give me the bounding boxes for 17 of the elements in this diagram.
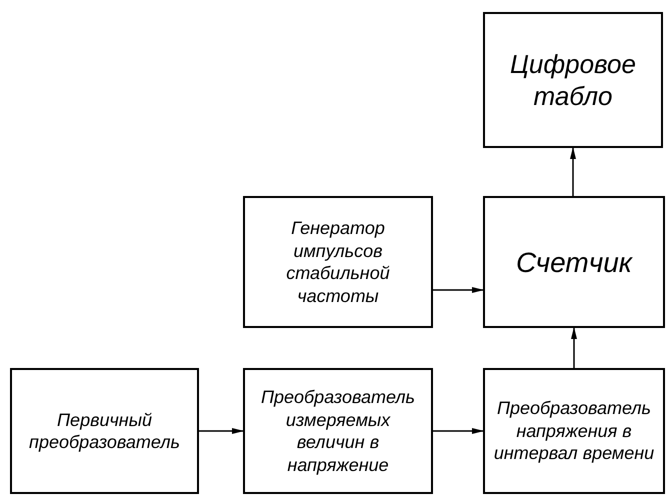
process-box (10, 368, 199, 494)
arrow (570, 147, 576, 196)
box-label: Первичный преобразователь (28, 408, 181, 454)
arrow (199, 428, 244, 434)
process-box (483, 12, 663, 148)
box-label: Генератор импульсов стабильной частоты (285, 217, 391, 307)
arrow (433, 287, 484, 293)
process-box (483, 196, 665, 328)
box-label: Цифровое табло (509, 48, 637, 112)
process-box (243, 196, 433, 328)
box-label: Счетчик (516, 246, 632, 280)
box-label: Преобразователь напряжения в интервал времени (493, 397, 655, 465)
process-box (483, 368, 665, 494)
box-label: Преобразователь измеряемых величин в напряжение (260, 386, 416, 476)
arrow (433, 428, 484, 434)
process-box (243, 368, 433, 494)
arrow (571, 327, 577, 368)
